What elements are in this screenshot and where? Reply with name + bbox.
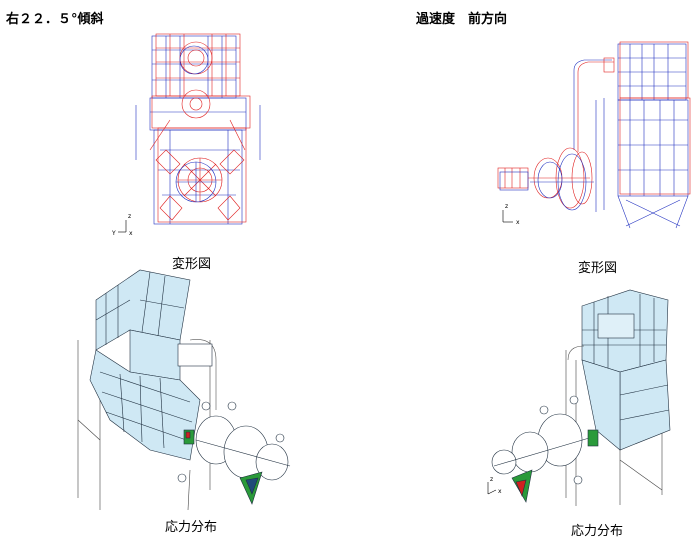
axis-x-tr: x xyxy=(516,219,520,226)
axis-x-br: x xyxy=(498,488,502,495)
axis-z-tl: z xyxy=(128,213,132,220)
axis-y-tl: Y xyxy=(112,230,116,237)
bottom-left-caption: 応力分布 xyxy=(165,520,218,535)
axis-z-br: z xyxy=(490,476,494,483)
axis-x-tl: x xyxy=(129,230,133,237)
right-title: 過速度 前方向 xyxy=(416,12,508,27)
axis-z-tr: z xyxy=(505,203,509,210)
left-title: 右２２．５°傾斜 xyxy=(6,12,104,27)
top-right-caption: 変形図 xyxy=(578,261,618,276)
top-left-caption: 変形図 xyxy=(172,257,212,272)
bottom-right-caption: 応力分布 xyxy=(571,524,624,539)
